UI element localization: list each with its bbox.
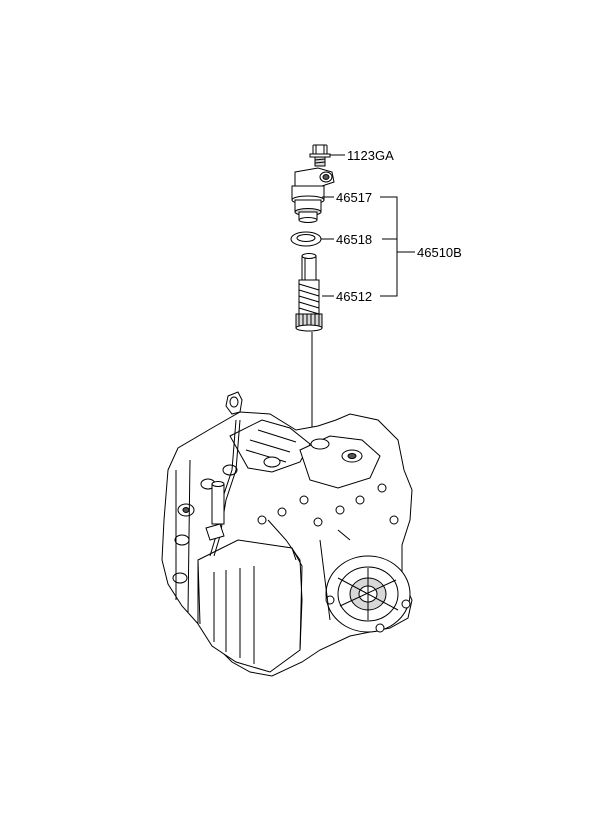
callout-46510B: 46510B [417,245,462,260]
bolt-part [309,144,331,167]
assembly-bracket [380,196,415,297]
driven-gear-part [295,253,323,332]
callout-46518: 46518 [336,232,372,247]
transaxle-assembly [161,391,413,677]
sensor-housing-part [291,167,335,223]
callout-46517: 46517 [336,190,372,205]
o-ring-part [290,231,322,247]
callout-46512: 46512 [336,289,372,304]
callout-1123GA: 1123GA [347,148,394,163]
